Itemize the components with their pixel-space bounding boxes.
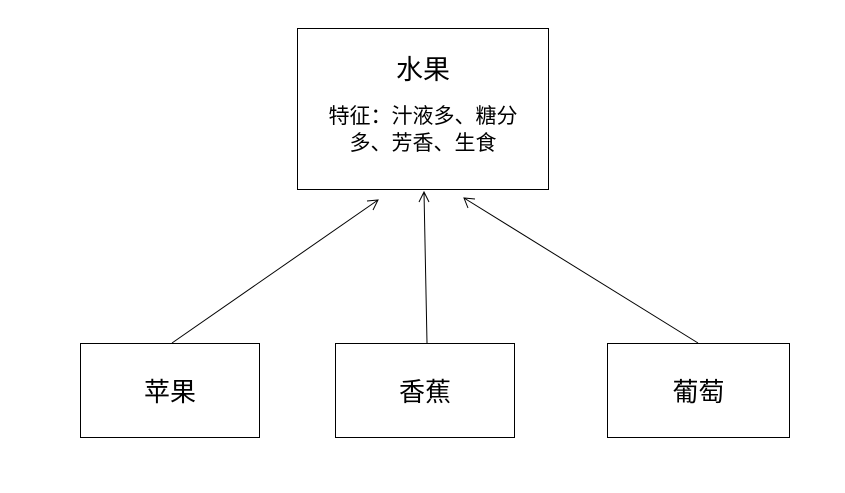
arrowhead-grape	[463, 197, 476, 209]
fruit-class-box: 水果 特征：汁液多、糖分多、芳香、生食	[297, 28, 549, 190]
banana-class-box: 香蕉	[335, 343, 515, 438]
arrowhead-banana	[418, 190, 430, 203]
fruit-class-features: 特征：汁液多、糖分多、芳香、生食	[328, 104, 518, 155]
grape-class-label: 葡萄	[672, 378, 725, 408]
apple-class-label: 苹果	[143, 378, 196, 408]
arrow-banana-to-fruit	[423, 191, 428, 344]
banana-class-label: 香蕉	[398, 378, 451, 408]
fruit-class-title: 水果	[396, 55, 450, 86]
apple-class-box: 苹果	[80, 343, 260, 438]
arrowhead-apple	[366, 199, 379, 211]
arrow-grape-to-fruit	[463, 197, 699, 344]
grape-class-box: 葡萄	[607, 343, 790, 438]
arrow-apple-to-fruit	[171, 199, 379, 344]
